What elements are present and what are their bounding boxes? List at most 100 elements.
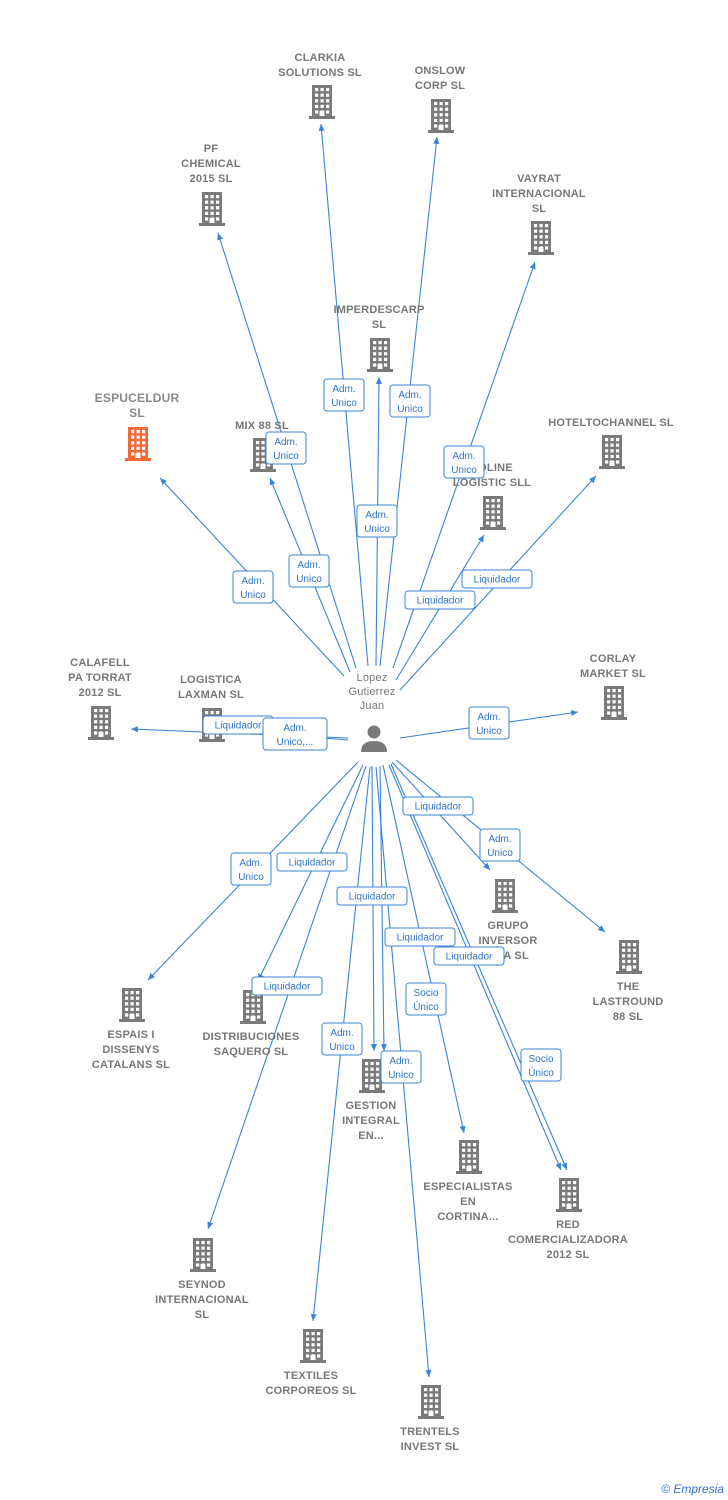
- edge-role-label[interactable]: Adm.Unico: [265, 431, 307, 465]
- company-label-line: CALAFELL: [70, 657, 130, 669]
- edge-role-text: Liquidador: [417, 596, 464, 607]
- company-label-line: TRENTELS: [400, 1426, 460, 1438]
- building-icon: [199, 192, 225, 226]
- company-label-line: VAYRAT: [517, 173, 561, 185]
- edge-role-label[interactable]: Liquidador: [336, 886, 408, 906]
- company-label-line: DISSENYS: [102, 1044, 159, 1056]
- edge-role-text: Adm.: [477, 712, 500, 723]
- edge-role-text: Unico,...: [277, 737, 314, 748]
- edge-role-text: Liquidador: [446, 952, 493, 963]
- edge-role-label[interactable]: Adm.Unico: [389, 384, 431, 418]
- person-name-line: Lopez: [357, 672, 388, 684]
- edge-role-text: Único: [413, 1000, 439, 1013]
- company-label-line: INTEGRAL: [342, 1115, 400, 1127]
- building-icon: [240, 990, 266, 1024]
- edge-role-text: Adm.: [274, 437, 297, 448]
- brand-logo: Empresia: [673, 1482, 724, 1496]
- company-label-line: GRUPO: [487, 920, 529, 932]
- edge-seynod: [207, 765, 367, 1230]
- edge-grupo: [391, 761, 491, 871]
- building-icon: [119, 988, 145, 1022]
- edge-role-label[interactable]: Adm. Unico: [479, 828, 521, 862]
- edge-role-text: Unico: [487, 848, 513, 859]
- company-label-line: SEYNOD: [178, 1279, 226, 1291]
- edge-role-label[interactable]: Adm.Unico: [380, 1050, 422, 1084]
- edge-role-label[interactable]: Adm.Unico: [356, 504, 398, 538]
- edge-role-text: Adm.: [488, 834, 511, 845]
- company-label-line: TEXTILES: [284, 1370, 338, 1382]
- edge-role-label[interactable]: Adm.Unico,...: [262, 717, 328, 751]
- edge-role-text: Adm.: [297, 560, 320, 571]
- edge-role-label[interactable]: Adm. Unico: [288, 554, 330, 588]
- edge-role-label[interactable]: Liquidador: [461, 569, 533, 589]
- edge-role-label[interactable]: Adm.Unico: [232, 570, 274, 604]
- company-label-line: MARKET SL: [580, 668, 646, 680]
- edge-role-label[interactable]: Adm.Unico: [443, 445, 485, 479]
- edge-role-label[interactable]: Adm.Unico: [230, 852, 272, 886]
- edge-role-text: Adm.: [365, 510, 388, 521]
- edge-role-label[interactable]: Liquidador: [251, 976, 323, 996]
- edge-red: [390, 763, 568, 1171]
- edge-role-label[interactable]: Liquidador: [276, 852, 348, 872]
- edge-role-text: Unico: [240, 590, 266, 601]
- edge-role-text: Liquidador: [264, 982, 311, 993]
- company-label-line: 2012 SL: [79, 687, 122, 699]
- edge-role-text: Unico: [329, 1042, 355, 1053]
- edge-role-label[interactable]: Adm.Unico: [468, 706, 510, 740]
- building-icon: [616, 940, 642, 974]
- edge-role-text: Adm.: [330, 1028, 353, 1039]
- edge-role-label[interactable]: Liquidador: [402, 796, 474, 816]
- company-label-line: SL: [532, 203, 547, 215]
- company-label-line: CORPOREOS SL: [265, 1385, 356, 1397]
- edge-role-label[interactable]: Adm.Unico: [323, 378, 365, 412]
- edge-role-text: Unico: [296, 574, 322, 585]
- edge-role-text: Liquidador: [215, 721, 262, 732]
- company-label-line: LAXMAN SL: [178, 689, 244, 701]
- company-label-line: ONSLOW: [415, 65, 466, 77]
- edge-role-label[interactable]: Adm. Unico: [321, 1022, 363, 1056]
- company-label-line: IMPERDESCARP: [333, 304, 424, 316]
- edge-role-label[interactable]: Liquidador: [384, 927, 456, 947]
- brand-footer[interactable]: ©Empresia: [661, 1482, 724, 1496]
- company-node-textiles[interactable]: TEXTILES CORPOREOS SL: [265, 1329, 356, 1397]
- building-icon: [456, 1140, 482, 1174]
- company-label-line: COMERCIALIZADORA: [508, 1234, 628, 1246]
- company-label-line: CATALANS SL: [92, 1059, 170, 1071]
- edge-role-label[interactable]: Liquidador: [433, 946, 505, 966]
- edge-role-text: Socio: [528, 1054, 553, 1065]
- company-label-line: HOTELTOCHANNEL SL: [548, 417, 674, 429]
- company-label-line: SL: [195, 1309, 210, 1321]
- company-node-gestion[interactable]: GESTIONINTEGRALEN...: [342, 1059, 400, 1142]
- edge-role-text: Único: [528, 1066, 554, 1079]
- edge-role-text: Liquidador: [415, 802, 462, 813]
- edge-role-label[interactable]: Liquidador: [404, 590, 476, 610]
- company-label-line: CLARKIA: [295, 52, 346, 64]
- company-label-line: THE: [617, 981, 640, 993]
- company-label-line: CHEMICAL: [181, 158, 241, 170]
- company-node-especial[interactable]: ESPECIALISTASENCORTINA...: [423, 1140, 512, 1223]
- edge-role-text: Adm.: [452, 451, 475, 462]
- company-label-line: ESPECIALISTAS: [423, 1181, 512, 1193]
- company-node-hotelto[interactable]: HOTELTOCHANNEL SL: [548, 417, 674, 469]
- company-label-line: INVERSOR: [478, 935, 537, 947]
